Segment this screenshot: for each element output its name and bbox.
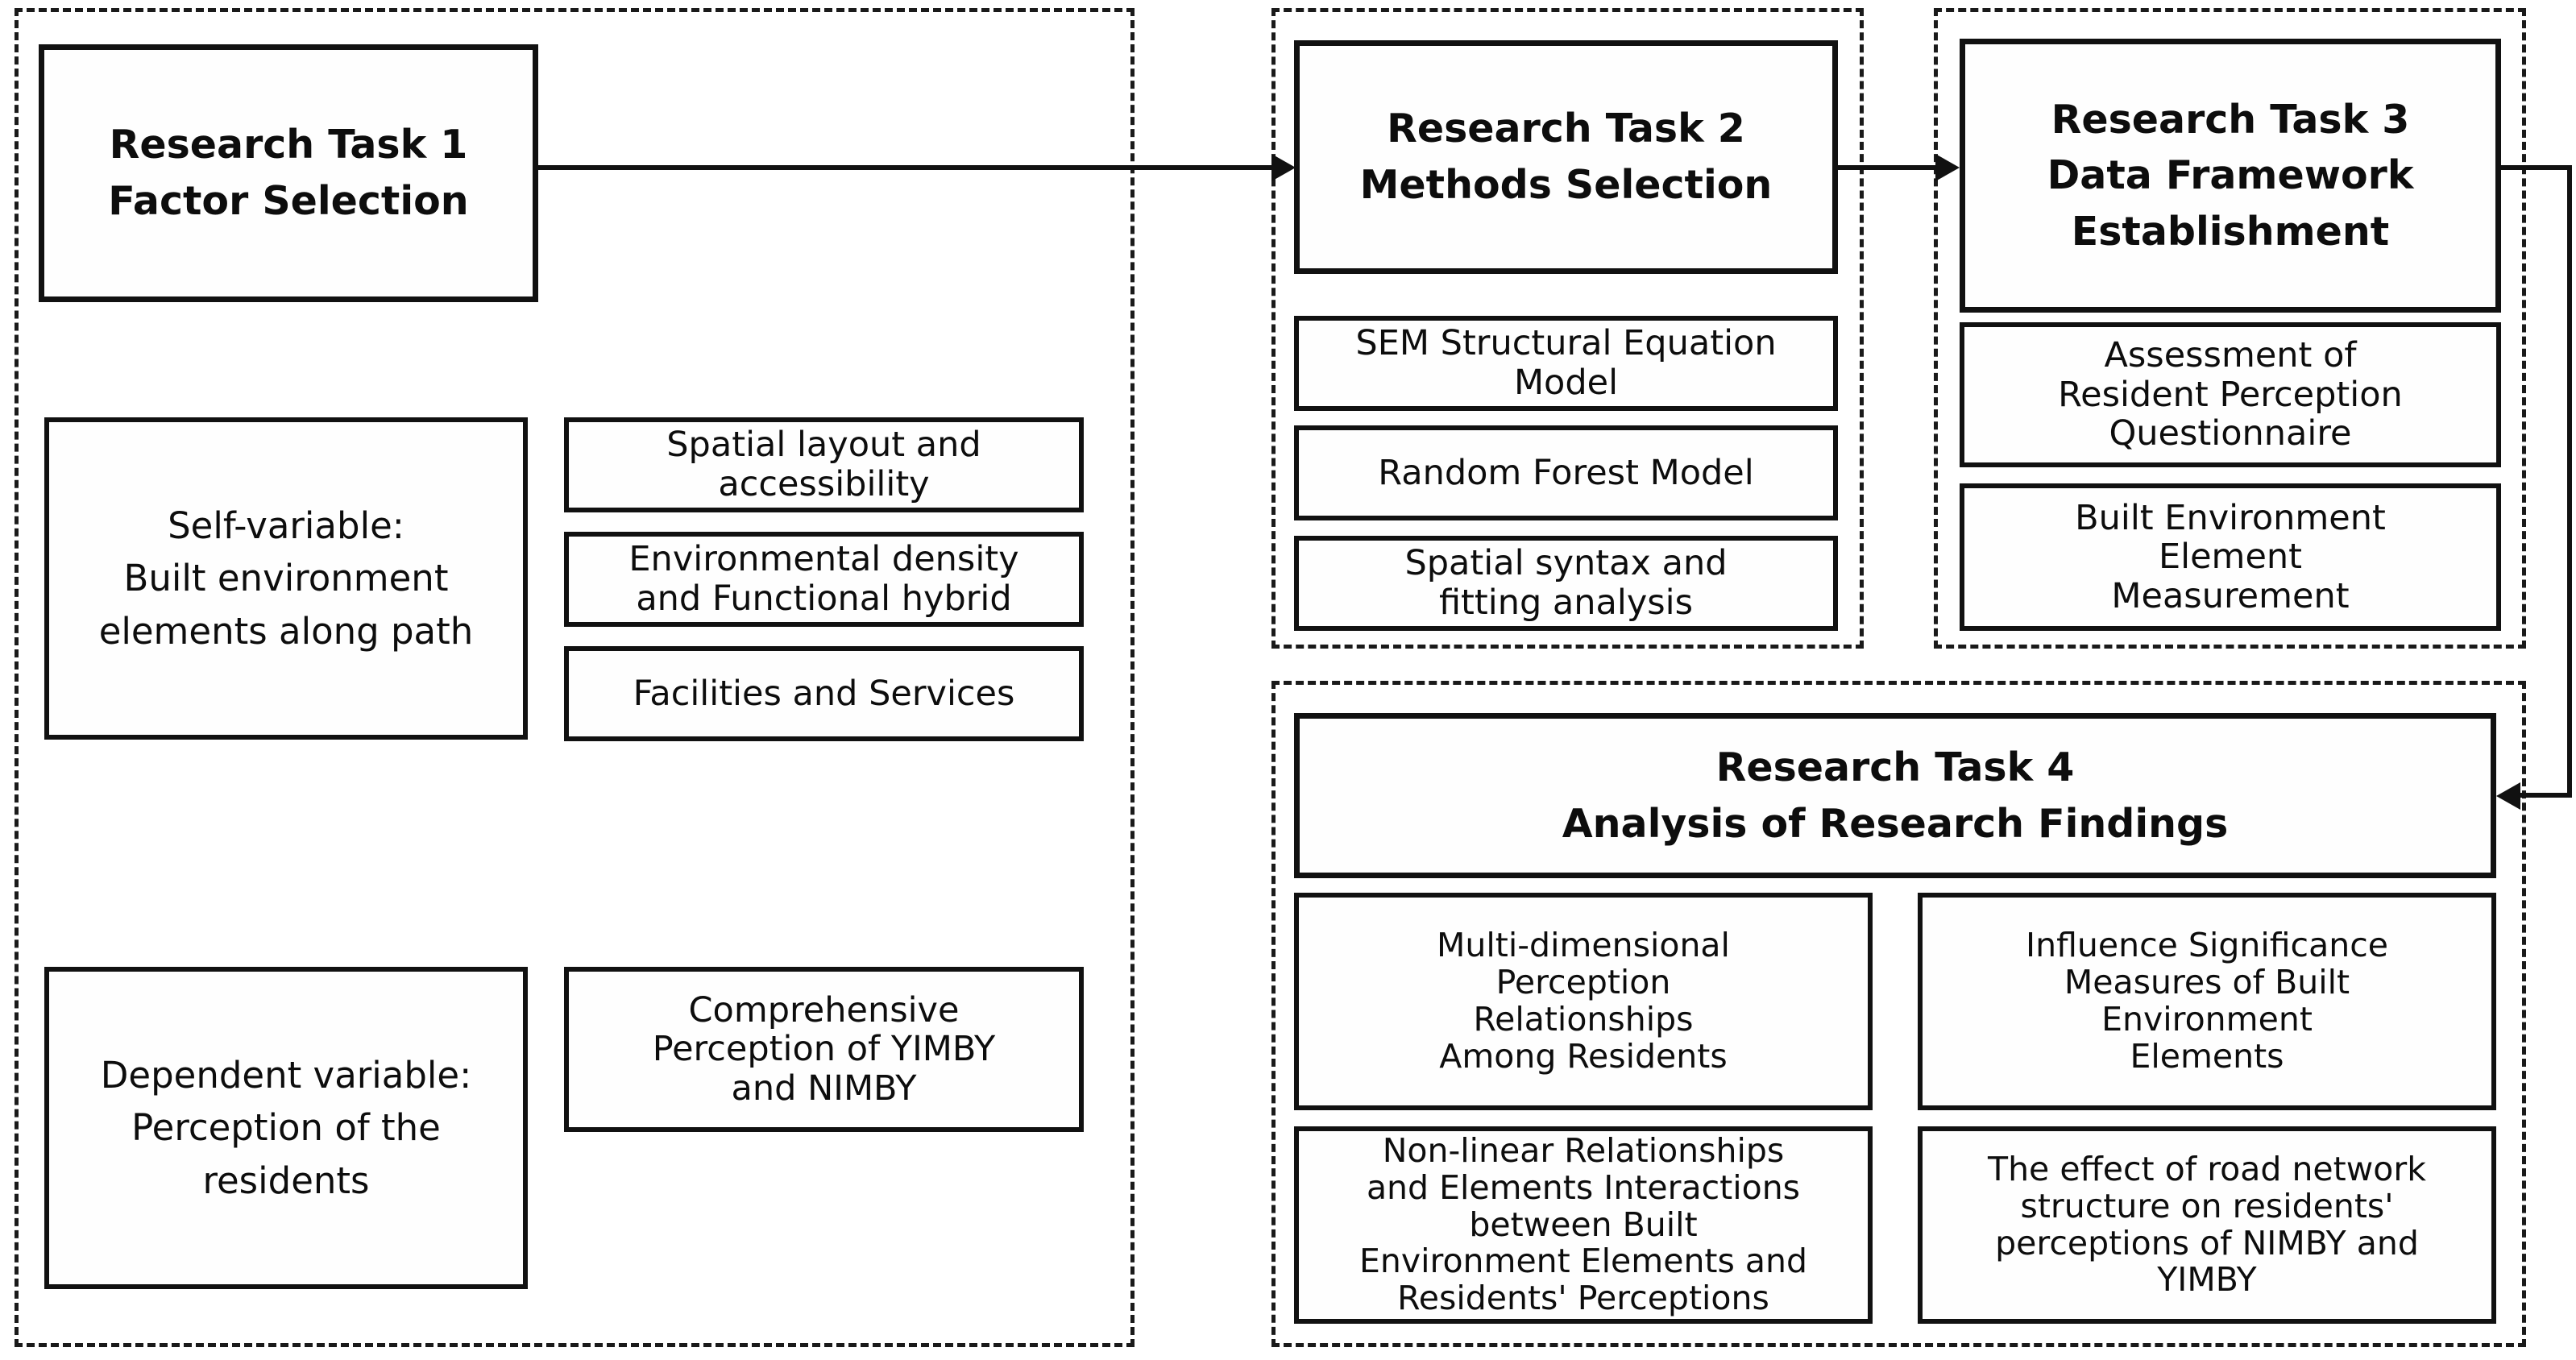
task-1-dependent-variable-box[interactable]: Dependent variable: Perception of the re… xyxy=(44,967,528,1289)
task-2-method-box-0[interactable]: SEM Structural Equation Model xyxy=(1294,316,1838,411)
connector-task3-to-task4-segment-down xyxy=(2567,165,2572,798)
task-3-item-label-1: Built Environment Element Measurement xyxy=(2075,497,2386,616)
connector-task3-to-task4-arrowhead xyxy=(2496,782,2520,810)
task-4-finding-label-1: Influence Significance Measures of Built… xyxy=(2026,926,2388,1076)
group-task-2 xyxy=(1271,8,1864,649)
task-1-factor-label-0: Spatial layout and accessibility xyxy=(666,425,981,504)
group-task-1 xyxy=(15,8,1135,1347)
task-1-factor-box-0[interactable]: Spatial layout and accessibility xyxy=(564,417,1084,512)
task-1-header-label: Research Task 1 Factor Selection xyxy=(108,122,469,224)
connector-task3-to-task4-segment-right xyxy=(2501,165,2572,170)
task-3-header-box[interactable]: Research Task 3 Data Framework Establish… xyxy=(1960,39,2501,313)
task-4-finding-box-3[interactable]: The effect of road network structure on … xyxy=(1918,1126,2496,1324)
group-task-3 xyxy=(1934,8,2526,649)
task-1-factor-box-1[interactable]: Environmental density and Functional hyb… xyxy=(564,532,1084,627)
group-task-4 xyxy=(1271,681,2526,1347)
connector-task3-to-task4-segment-left xyxy=(2520,793,2569,798)
task-1-dependent-variable-label: Dependent variable: Perception of the re… xyxy=(100,1054,472,1202)
task-2-method-label-2: Spatial syntax and fitting analysis xyxy=(1404,543,1728,623)
task-4-header-label: Research Task 4 Analysis of Research Fin… xyxy=(1562,744,2229,847)
task-4-header-box[interactable]: Research Task 4 Analysis of Research Fin… xyxy=(1294,713,2496,878)
task-1-factor-box-2[interactable]: Facilities and Services xyxy=(564,646,1084,741)
connector-task2-to-task3-arrowhead xyxy=(1935,154,1960,181)
task-2-method-label-0: SEM Structural Equation Model xyxy=(1355,323,1777,403)
task-2-method-box-1[interactable]: Random Forest Model xyxy=(1294,425,1838,520)
connector-task1-to-task2-line xyxy=(538,165,1273,170)
task-2-header-label: Research Task 2 Methods Selection xyxy=(1359,106,1773,208)
task-1-factor-label-2: Facilities and Services xyxy=(633,673,1015,714)
task-3-item-box-1[interactable]: Built Environment Element Measurement xyxy=(1960,483,2501,631)
task-1-factor-label-1: Environmental density and Functional hyb… xyxy=(628,539,1019,619)
task-4-finding-label-3: The effect of road network structure on … xyxy=(1988,1149,2426,1300)
task-4-finding-label-2: Non-linear Relationships and Elements In… xyxy=(1359,1130,1808,1318)
task-4-finding-box-0[interactable]: Multi-dimensional Perception Relationshi… xyxy=(1294,893,1873,1110)
task-3-header-label: Research Task 3 Data Framework Establish… xyxy=(2047,96,2414,255)
task-2-method-box-2[interactable]: Spatial syntax and fitting analysis xyxy=(1294,536,1838,631)
task-1-self-variable-label: Self-variable: Built environment element… xyxy=(98,504,474,653)
connector-task1-to-task2-arrowhead xyxy=(1271,154,1296,181)
task-3-item-box-0[interactable]: Assessment of Resident Perception Questi… xyxy=(1960,322,2501,467)
task-4-finding-label-0: Multi-dimensional Perception Relationshi… xyxy=(1437,926,1730,1076)
task-2-header-box[interactable]: Research Task 2 Methods Selection xyxy=(1294,40,1838,274)
task-3-item-label-0: Assessment of Resident Perception Questi… xyxy=(2058,335,2403,454)
task-4-finding-box-2[interactable]: Non-linear Relationships and Elements In… xyxy=(1294,1126,1873,1324)
task-4-finding-box-1[interactable]: Influence Significance Measures of Built… xyxy=(1918,893,2496,1110)
connector-task2-to-task3-line xyxy=(1838,165,1935,170)
task-1-dependent-factor-label-0: Comprehensive Perception of YIMBY and NI… xyxy=(652,989,996,1109)
task-1-header-box[interactable]: Research Task 1 Factor Selection xyxy=(39,44,538,302)
task-1-dependent-factor-box-0[interactable]: Comprehensive Perception of YIMBY and NI… xyxy=(564,967,1084,1132)
task-1-self-variable-box[interactable]: Self-variable: Built environment element… xyxy=(44,417,528,740)
task-2-method-label-1: Random Forest Model xyxy=(1378,452,1754,493)
